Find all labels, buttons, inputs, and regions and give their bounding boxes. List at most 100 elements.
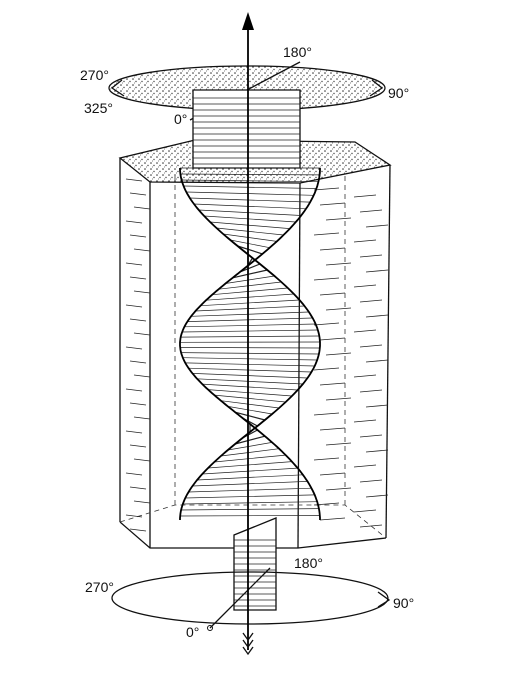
- ribbon-hatch-line: [197, 475, 303, 480]
- prism-hatch-mark: [134, 417, 150, 419]
- prism-hatch-mark: [360, 255, 382, 257]
- prism-hatch-mark: [326, 443, 351, 445]
- prism-hatch-mark: [366, 495, 388, 497]
- ribbon-hatch-line: [217, 228, 284, 235]
- ribbon-hatch-line: [190, 198, 310, 202]
- prism-hatch-mark: [314, 323, 339, 325]
- prism-hatch-mark: [366, 270, 388, 272]
- ribbon-hatch-line: [183, 502, 317, 504]
- ribbon-hatch-line: [202, 468, 297, 474]
- prism-hatch-mark: [126, 221, 142, 223]
- prism-hatch-mark: [354, 420, 376, 422]
- prism-hatch-mark: [360, 480, 382, 482]
- prism-hatch-mark: [320, 473, 345, 475]
- prism-hatch-mark: [130, 361, 146, 363]
- prism-hatch-mark: [354, 195, 376, 197]
- top-label-325: 325°: [84, 100, 113, 116]
- axis-arrowhead-top: [242, 12, 254, 30]
- ribbon-hatch-line: [185, 495, 314, 498]
- ribbon-hatch-line: [210, 222, 290, 229]
- prism-hatch-mark: [130, 277, 146, 279]
- prism-hatch-mark: [320, 383, 345, 385]
- ribbon-hatch-line: [187, 318, 312, 322]
- hexagonal-prism: [120, 140, 390, 548]
- prism-hatch-mark: [126, 305, 142, 307]
- prism-hatch-mark: [134, 333, 150, 335]
- prism-hatch-mark: [134, 459, 150, 461]
- ribbon-hatch-line: [201, 300, 300, 306]
- prism-hatch-mark: [126, 179, 142, 181]
- prism-hatch-mark: [134, 375, 150, 377]
- prism-hatch-mark: [320, 248, 345, 250]
- prism-hatch-mark: [320, 338, 345, 340]
- ribbon-hatch-line: [180, 515, 320, 516]
- prism-hatch-mark: [314, 368, 339, 370]
- prism-hatch-mark: [320, 518, 345, 520]
- ribbon-hatch-line: [185, 363, 314, 366]
- prism-hatch-mark: [360, 390, 382, 392]
- prism-hatch-mark: [314, 188, 339, 190]
- ribbon-hatch-line: [193, 373, 308, 378]
- prism-hatch-mark: [134, 291, 150, 293]
- ribbon-top-strip: [193, 90, 300, 168]
- prism-hatch-mark: [360, 435, 382, 437]
- prism-hatch-mark: [134, 501, 150, 503]
- ribbon-hatch-line: [191, 312, 309, 316]
- prism-hatch-mark: [354, 330, 376, 332]
- prism-hatch-mark: [326, 218, 351, 220]
- prism-hatch-mark: [134, 207, 150, 209]
- prism-hatch-mark: [130, 193, 146, 195]
- prism-hatch-mark: [326, 398, 351, 400]
- prism-hatch-mark: [320, 293, 345, 295]
- top-label-270: 270°: [80, 67, 109, 83]
- prism-hatch-mark: [126, 347, 142, 349]
- ribbon-hatch-line: [194, 204, 306, 209]
- ribbon-hatch-line: [189, 368, 312, 372]
- prism-hatch-mark: [130, 487, 146, 489]
- prism-left-face-hatch: [126, 179, 150, 531]
- prism-hatch-mark: [354, 465, 376, 467]
- top-label-0: 0°: [174, 111, 187, 127]
- prism-hatch-mark: [314, 278, 339, 280]
- top-label-180: 180°: [283, 44, 312, 60]
- prism-hatch-mark: [366, 450, 388, 452]
- ribbon-hatch-line: [214, 455, 285, 462]
- prism-hatch-mark: [314, 233, 339, 235]
- prism-hatch-mark: [366, 405, 388, 407]
- prism-hatch-mark: [326, 263, 351, 265]
- prism-hatch-mark: [360, 525, 382, 527]
- ribbon-hatch-line: [196, 306, 305, 311]
- prism-hatch-mark: [130, 235, 146, 237]
- bottom-label-90: 90°: [393, 595, 414, 611]
- ribbon-hatch-line: [189, 488, 312, 492]
- prism-right-face-hatch: [314, 188, 388, 527]
- ribbon-hatch-line: [181, 353, 319, 354]
- prism-hatch-mark: [314, 413, 339, 415]
- prism-hatch-mark: [326, 488, 351, 490]
- ribbon-hatch-line: [202, 384, 297, 390]
- prism-hatch-mark: [326, 353, 351, 355]
- bottom-label-270: 270°: [85, 579, 114, 595]
- top-label-90: 90°: [388, 85, 409, 101]
- ribbon-hatch-line: [193, 481, 308, 486]
- prism-hatch-mark: [366, 360, 388, 362]
- prism-hatch-mark: [126, 389, 142, 391]
- prism-hatch-mark: [360, 345, 382, 347]
- prism-hatch-mark: [134, 249, 150, 251]
- prism-hatch-mark: [360, 300, 382, 302]
- prism-hatch-mark: [366, 315, 388, 317]
- prism-hatch-mark: [130, 445, 146, 447]
- ribbon-hatch-line: [182, 330, 318, 332]
- ribbon-hatch-line: [206, 294, 294, 300]
- prism-hatch-mark: [354, 375, 376, 377]
- prism-hatch-mark: [130, 529, 146, 531]
- ribbon-hatch-line: [184, 186, 317, 189]
- ribbon-hatch-line: [199, 210, 301, 216]
- prism-hatch-mark: [326, 308, 351, 310]
- ribbon-hatch-line: [208, 390, 292, 396]
- prism-hatch-mark: [126, 431, 142, 433]
- ribbon-hatch-line: [204, 216, 296, 222]
- prism-hatch-mark: [130, 403, 146, 405]
